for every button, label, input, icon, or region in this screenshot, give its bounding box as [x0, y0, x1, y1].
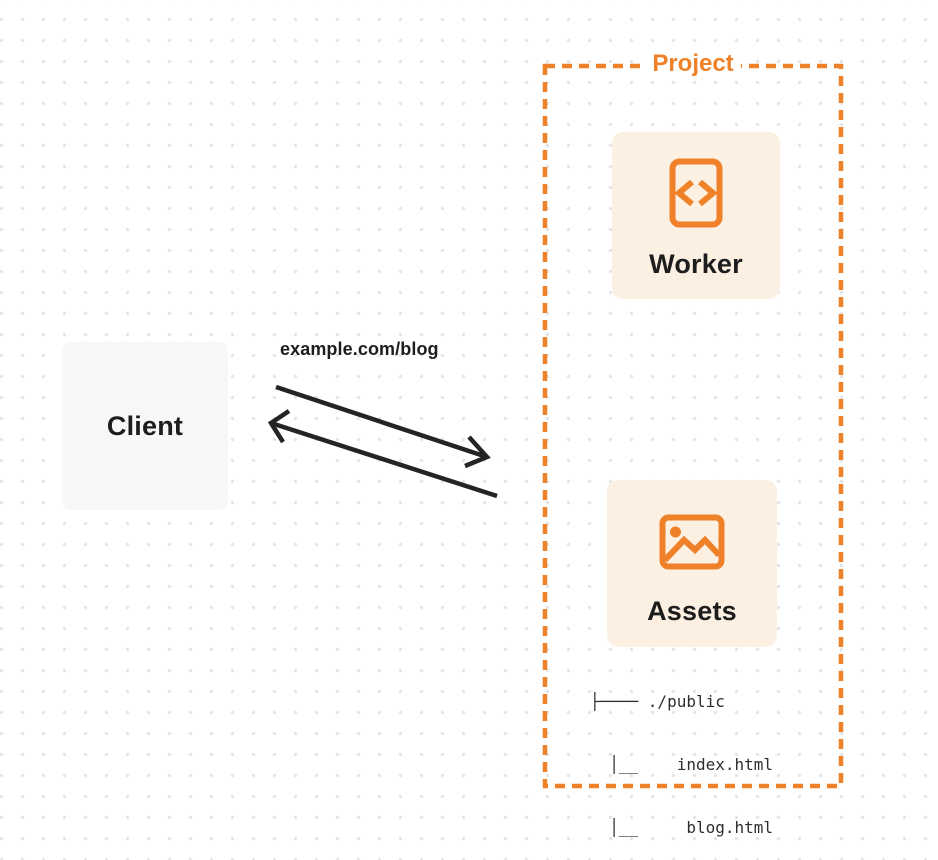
assets-label: Assets — [647, 596, 737, 626]
request-arrow — [275, 384, 491, 469]
client-label: Client — [106, 410, 184, 441]
request-url-label: example.com/blog — [280, 339, 439, 359]
file-tree-line: │__ index.html — [590, 755, 774, 774]
code-document-icon — [669, 158, 723, 228]
client-node: Client — [62, 342, 228, 510]
file-tree-line: ├──── ./public — [590, 692, 725, 711]
project-group-label: Project — [543, 50, 843, 81]
image-icon — [659, 514, 725, 570]
assets-node: Assets — [607, 480, 777, 647]
response-arrow — [267, 409, 498, 499]
worker-node: Worker — [612, 132, 780, 299]
project-label-text: Project — [645, 50, 741, 78]
file-tree-line: │__ blog.html — [590, 818, 774, 837]
worker-label: Worker — [649, 249, 743, 279]
assets-file-tree: ├──── ./public │__ index.html │__ blog.h… — [590, 649, 773, 860]
